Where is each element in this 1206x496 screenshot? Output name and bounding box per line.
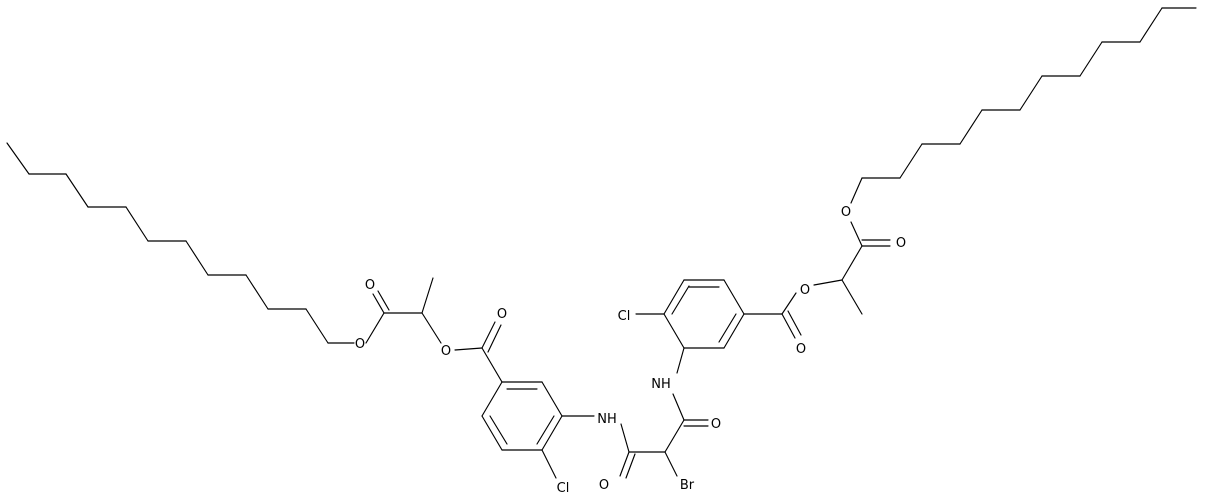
bond <box>305 308 329 344</box>
bond-lines <box>6 7 1197 479</box>
bond <box>672 393 685 421</box>
bond <box>125 206 149 242</box>
bond <box>723 313 745 349</box>
atom-label-oxygen: O <box>441 344 451 359</box>
bond <box>365 312 385 344</box>
bond <box>664 419 685 453</box>
atom-label-bromine: Br <box>680 478 695 493</box>
bond <box>813 279 843 286</box>
bond <box>481 415 503 451</box>
bond <box>625 453 636 479</box>
atom-label-chlorine: Cl <box>618 309 631 324</box>
atom-label-oxygen: O <box>896 236 906 251</box>
bond <box>619 451 630 477</box>
atom-label-oxygen: O <box>497 307 507 322</box>
atom-label-oxygen: O <box>841 205 851 220</box>
atom-label-oxygen: O <box>355 337 365 352</box>
bond <box>1019 75 1043 111</box>
atom-labels: O O O O O O O O O O NH NH Cl Cl Br <box>355 205 906 496</box>
bond <box>899 143 923 179</box>
bond <box>671 285 690 315</box>
bond <box>723 279 745 315</box>
bond <box>781 313 796 339</box>
bond <box>487 324 502 353</box>
bond <box>1139 7 1163 43</box>
bond <box>541 381 563 417</box>
bond <box>421 312 442 344</box>
bond <box>185 240 209 276</box>
atom-label-oxygen: O <box>599 478 609 493</box>
atom-label-nh: NH <box>597 412 617 427</box>
atom-label-nh: NH <box>651 377 671 392</box>
atom-label-chlorine: Cl <box>557 481 570 496</box>
bond <box>664 451 678 477</box>
bond <box>663 279 685 315</box>
bond <box>481 381 503 417</box>
bond <box>245 274 269 310</box>
bond <box>841 279 863 315</box>
bond <box>620 423 630 453</box>
bond <box>718 313 737 343</box>
bond <box>372 293 385 314</box>
bond <box>781 292 797 315</box>
atom-label-oxygen: O <box>365 278 375 293</box>
bond <box>481 321 496 349</box>
bond <box>489 415 508 445</box>
bond <box>850 177 863 204</box>
bond <box>65 173 89 208</box>
bond <box>454 347 483 351</box>
bond <box>536 415 555 445</box>
atom-label-oxygen: O <box>800 283 810 298</box>
bond <box>841 245 863 281</box>
bond <box>676 347 685 374</box>
bond <box>787 310 802 336</box>
atom-label-oxygen: O <box>711 417 721 432</box>
bond <box>541 449 557 479</box>
atom-label-oxygen: O <box>796 342 806 357</box>
bond <box>377 290 390 311</box>
bond <box>1079 41 1103 77</box>
bond <box>663 313 685 349</box>
bond <box>421 277 434 314</box>
bond <box>850 221 863 247</box>
bond <box>6 142 30 175</box>
bond <box>959 109 983 145</box>
bond <box>541 415 563 451</box>
bond <box>481 347 503 383</box>
